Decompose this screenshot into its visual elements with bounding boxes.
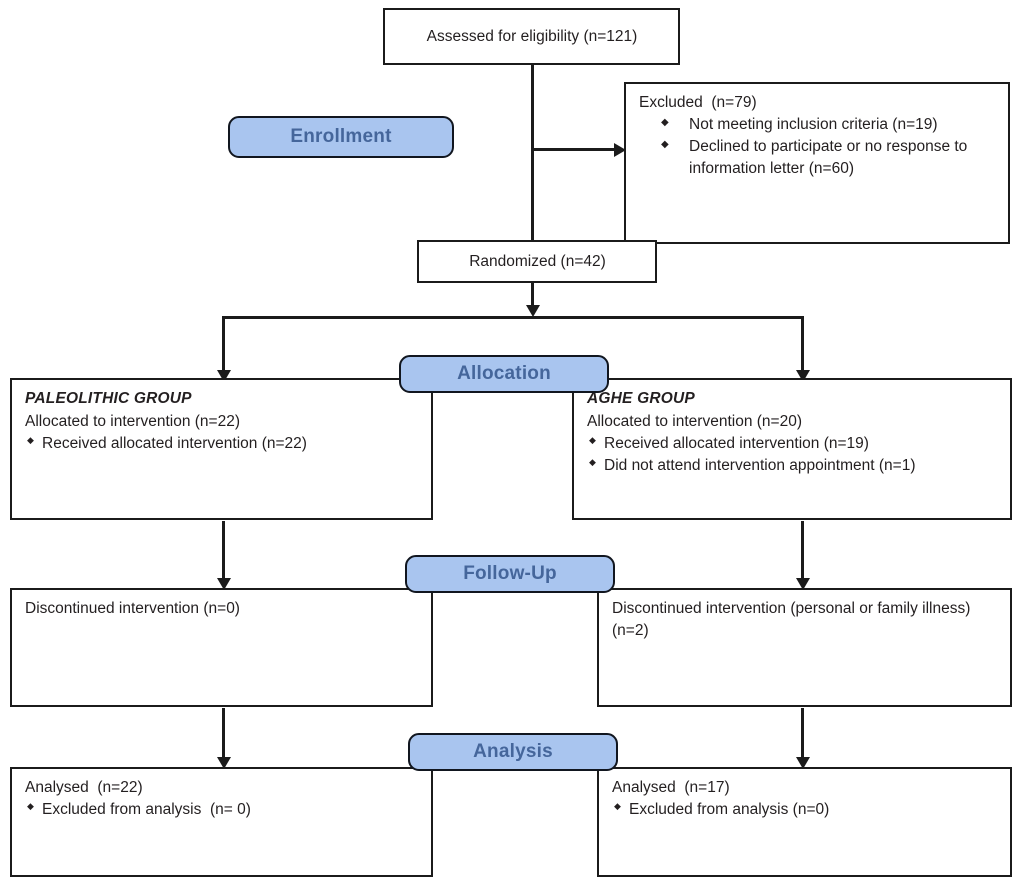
allocation-right-group: AGHE GROUP	[587, 390, 695, 407]
connector-split-right-down	[801, 316, 804, 372]
allocation-right-list: Received allocated intervention (n=19) D…	[587, 432, 998, 477]
stage-banner-enrollment: Enrollment	[228, 116, 454, 158]
box-assessed-for-eligibility: Assessed for eligibility (n=121)	[383, 8, 680, 65]
allocation-left-allocated: Allocated to intervention (n=22)	[25, 413, 240, 430]
stage-banner-analysis-label: Analysis	[473, 741, 553, 762]
allocation-left-group: PALEOLITHIC GROUP	[25, 390, 192, 407]
box-followup-right: Discontinued intervention (personal or f…	[597, 588, 1012, 707]
list-item: Received allocated intervention (n=19)	[587, 432, 998, 455]
connector-followup-right-to-analysis	[801, 708, 804, 762]
list-item: Excluded from analysis (n= 0)	[25, 798, 419, 821]
connector-split-bus	[222, 316, 804, 319]
allocation-left-list: Received allocated intervention (n=22)	[25, 432, 419, 455]
box-followup-left: Discontinued intervention (n=0)	[10, 588, 433, 707]
connector-alloc-left-to-followup	[222, 521, 225, 581]
analysis-right-list: Excluded from analysis (n=0)	[612, 798, 998, 821]
connector-followup-left-to-analysis	[222, 708, 225, 762]
list-item: Did not attend intervention appointment …	[587, 454, 998, 477]
excluded-heading: Excluded (n=79)	[639, 94, 757, 111]
arrowhead-followup-right	[796, 578, 810, 590]
randomized-text: Randomized (n=42)	[469, 252, 606, 270]
stage-banner-enrollment-label: Enrollment	[290, 126, 392, 147]
analysis-left-analysed: Analysed (n=22)	[25, 779, 143, 796]
arrowhead-analysis-right	[796, 757, 810, 769]
box-analysis-right: Analysed (n=17) Excluded from analysis (…	[597, 767, 1012, 877]
arrowhead-analysis-left	[217, 757, 231, 769]
stage-banner-allocation: Allocation	[399, 355, 609, 393]
box-allocation-left: PALEOLITHIC GROUP Allocated to intervent…	[10, 378, 433, 520]
analysis-right-analysed: Analysed (n=17)	[612, 779, 730, 796]
stage-banner-analysis: Analysis	[408, 733, 618, 771]
box-randomized: Randomized (n=42)	[417, 240, 657, 283]
list-item: Not meeting inclusion criteria (n=19)	[639, 113, 996, 136]
list-item: Excluded from analysis (n=0)	[612, 798, 998, 821]
connector-to-excluded	[531, 148, 617, 151]
connector-randomized-down	[531, 281, 534, 311]
list-item: Declined to participate or no response t…	[639, 135, 996, 180]
excluded-reason-list: Not meeting inclusion criteria (n=19) De…	[639, 113, 996, 180]
stage-banner-followup: Follow-Up	[405, 555, 615, 593]
list-item: Received allocated intervention (n=22)	[25, 432, 419, 455]
stage-banner-allocation-label: Allocation	[457, 363, 551, 384]
arrowhead-randomized-split	[526, 305, 540, 317]
box-allocation-right: AGHE GROUP Allocated to intervention (n=…	[572, 378, 1012, 520]
followup-right-text: Discontinued intervention (personal or f…	[612, 600, 975, 639]
arrowhead-followup-left	[217, 578, 231, 590]
connector-alloc-right-to-followup	[801, 521, 804, 581]
connector-assessed-trunk	[531, 62, 534, 245]
box-analysis-left: Analysed (n=22) Excluded from analysis (…	[10, 767, 433, 877]
stage-banner-followup-label: Follow-Up	[463, 563, 557, 584]
arrowhead-to-excluded	[614, 143, 626, 157]
assessed-text: Assessed for eligibility (n=121)	[426, 27, 638, 45]
box-excluded: Excluded (n=79) Not meeting inclusion cr…	[624, 82, 1010, 244]
allocation-right-allocated: Allocated to intervention (n=20)	[587, 413, 802, 430]
analysis-left-list: Excluded from analysis (n= 0)	[25, 798, 419, 821]
followup-left-text: Discontinued intervention (n=0)	[25, 600, 240, 617]
connector-split-left-down	[222, 316, 225, 372]
